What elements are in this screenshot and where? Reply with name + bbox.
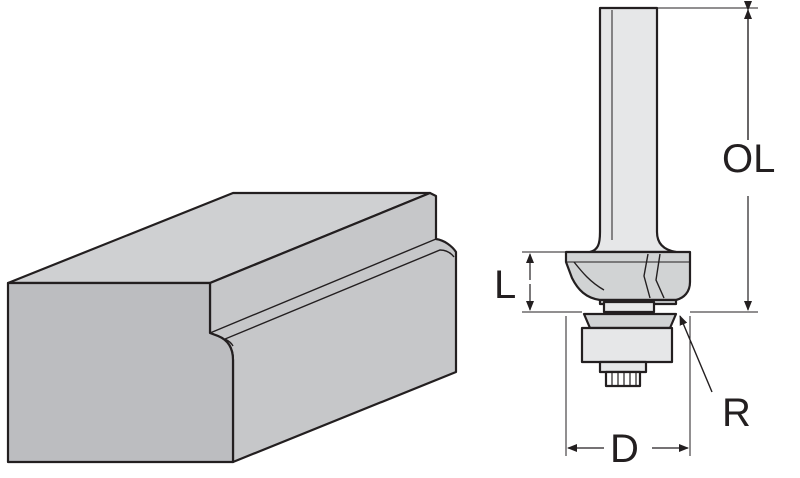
dimension-overall-length: OL	[657, 1, 775, 313]
label-diameter: D	[610, 427, 639, 471]
bit-shank	[588, 6, 678, 254]
bit-screw	[598, 360, 648, 374]
bit-flute	[573, 261, 605, 291]
profiled-wood-block	[6, 191, 458, 464]
bit-flute-2	[643, 253, 651, 299]
bit-screw-head	[604, 370, 642, 388]
label-overall-length: OL	[722, 137, 775, 181]
wood-profile-bead	[223, 249, 455, 347]
wood-profile-edge	[209, 238, 437, 334]
bit-collar	[602, 300, 656, 314]
bit-cutter-body	[564, 250, 692, 302]
bit-washer	[582, 312, 678, 330]
router-bit	[564, 6, 692, 388]
label-cutting-length: L	[494, 263, 516, 307]
wood-front-face	[6, 281, 235, 464]
dimension-cutting-length: L	[494, 251, 582, 313]
wood-top-edge	[209, 192, 431, 284]
dimension-diameter: D	[565, 316, 691, 471]
bit-bearing	[580, 326, 674, 364]
bit-flute-3	[655, 253, 665, 299]
dimension-radius: R	[679, 315, 751, 435]
label-radius: R	[722, 391, 751, 435]
